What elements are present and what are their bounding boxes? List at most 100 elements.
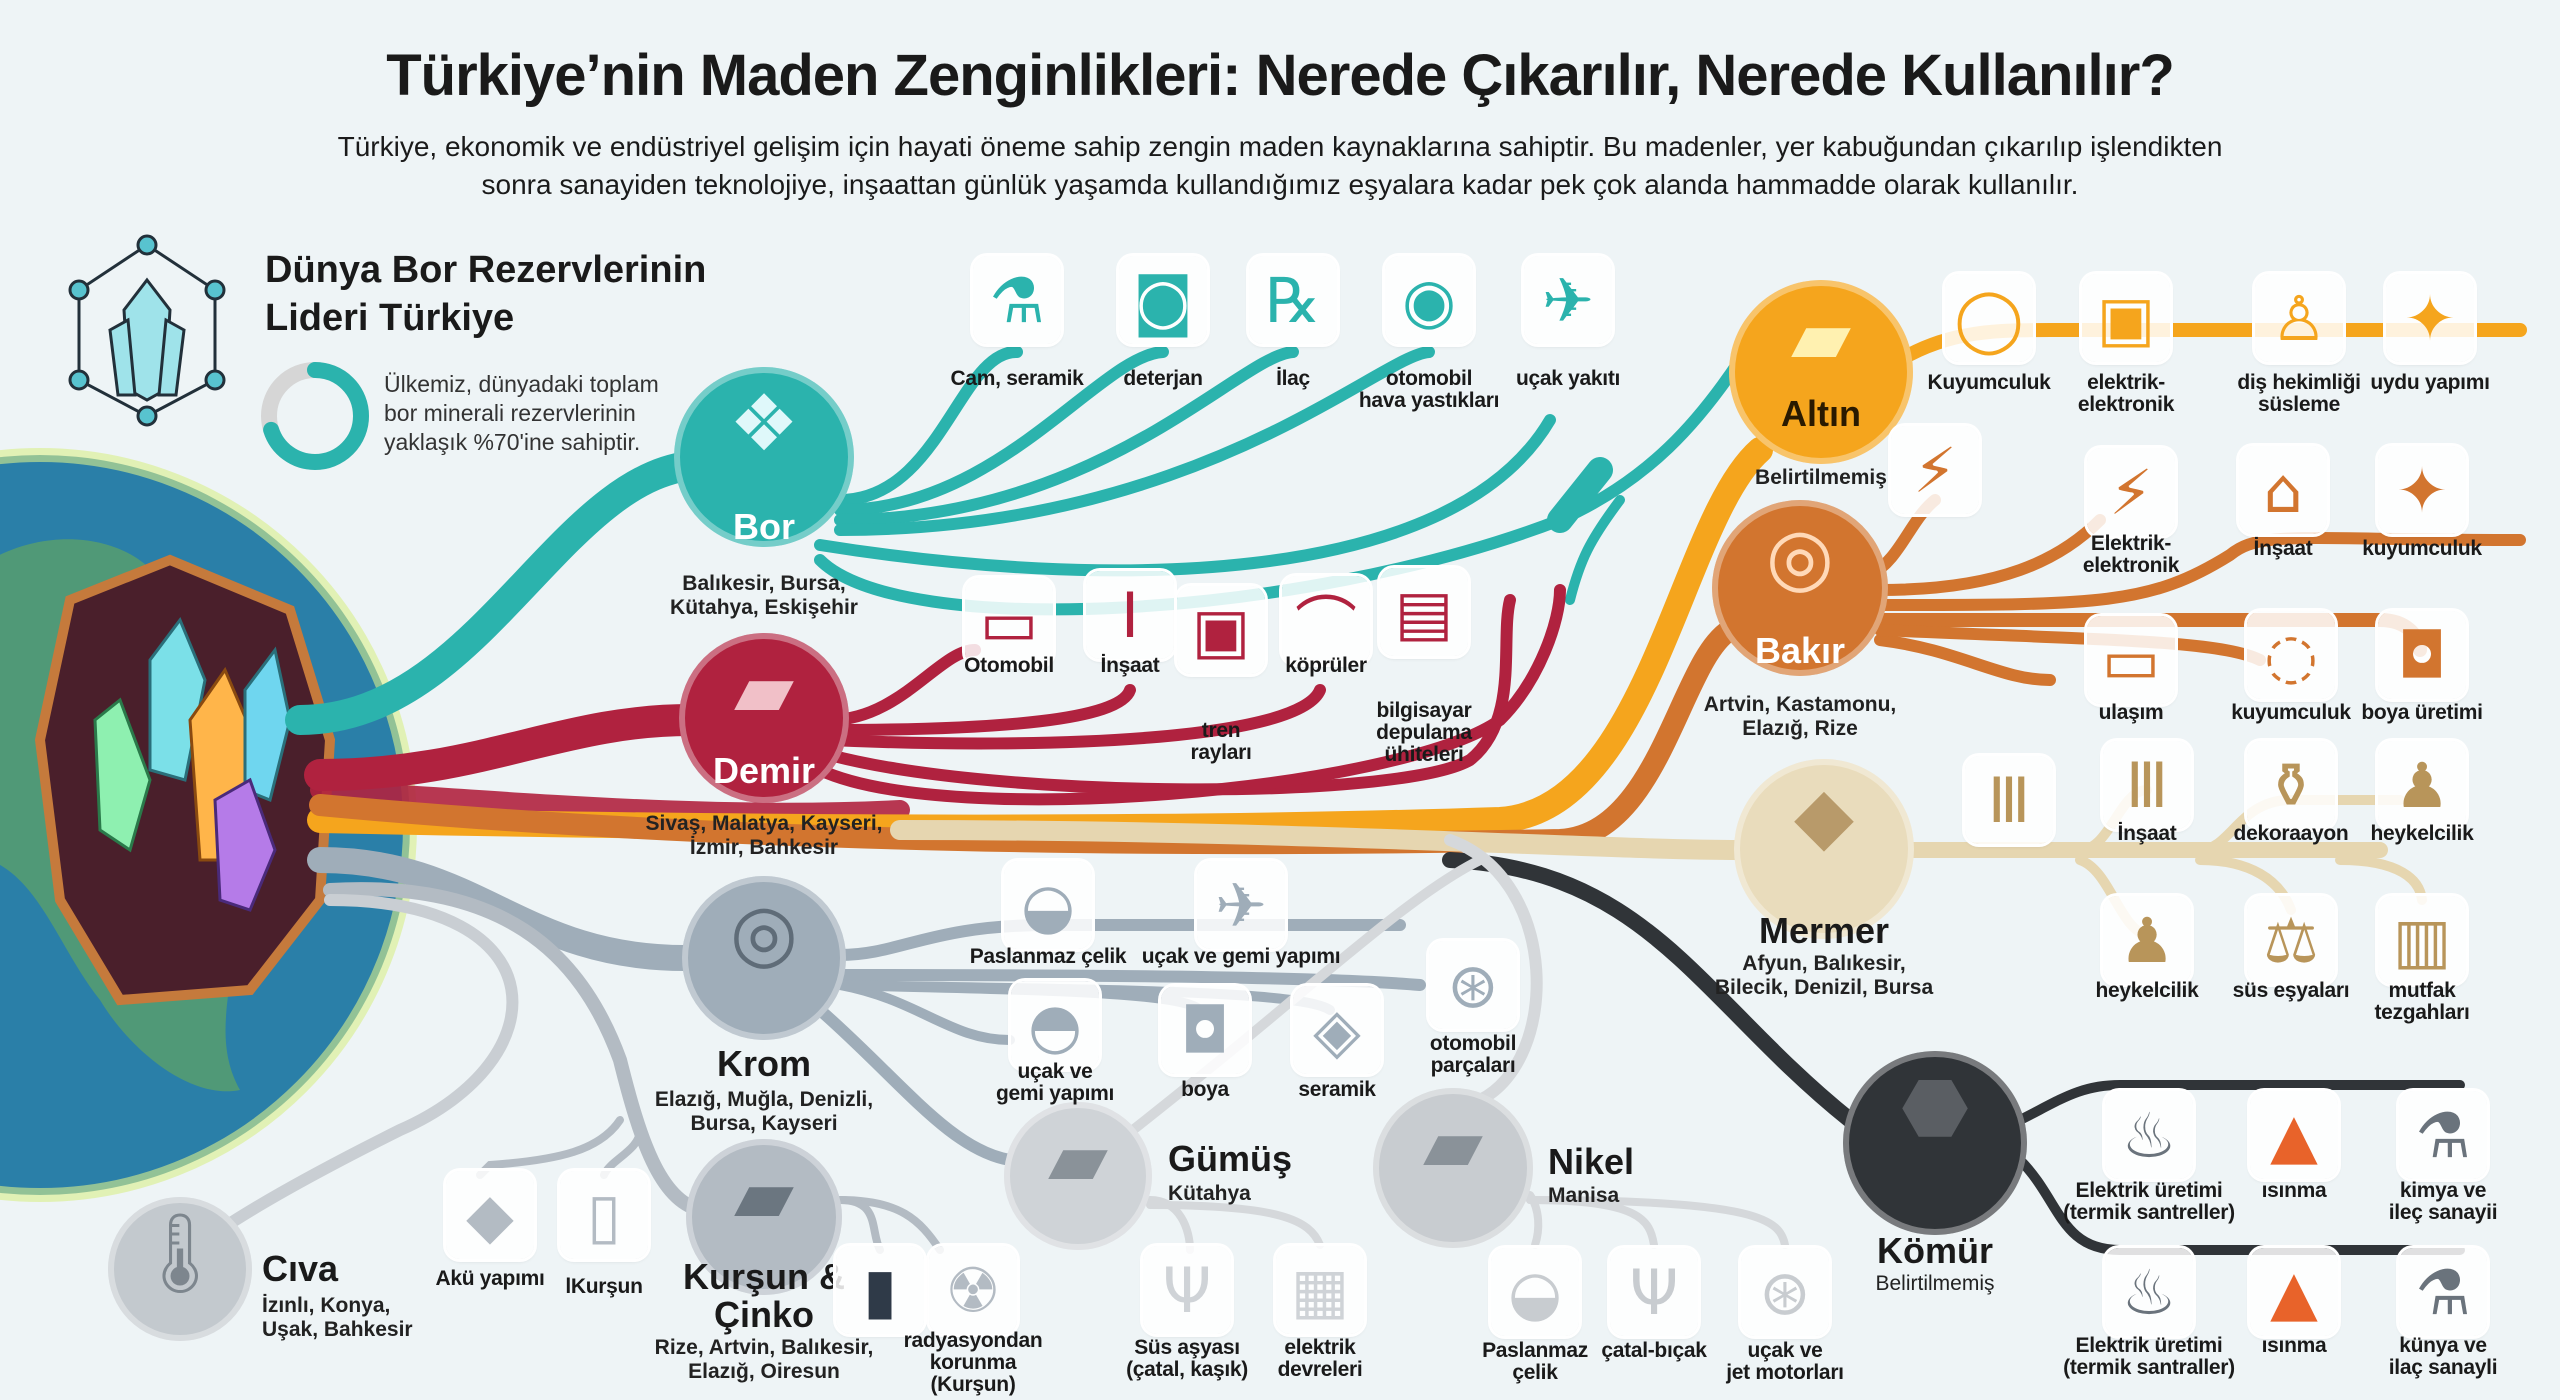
nikel-node[interactable]: ▰ [1373,1088,1533,1248]
kursun-node[interactable]: ▰ [686,1139,842,1295]
bakir-use-0[interactable]: Elektrik- elektronik [2082,532,2180,577]
mermer-use-5[interactable]: mutfak tezgahları [2374,979,2470,1024]
krom-use-4[interactable]: seramik [1298,1078,1376,1101]
nikel-use-2[interactable]: uçak ve jet motorları [1726,1339,1844,1384]
bakir-use-5[interactable]: boya üretimi [2361,701,2483,724]
marble-block-icon: ◆ [1794,771,1854,861]
tooth-icon: ♙ [2255,274,2343,362]
altin-use-2[interactable]: diş hekimliği süsleme [2237,371,2361,416]
demir-use-0[interactable]: Otomobil [964,654,1054,677]
altin-use-1[interactable]: elektrik- elektronik [2077,371,2175,416]
gumus-node[interactable]: ▰ [1004,1102,1152,1250]
bor-use-2[interactable]: İlaç [1276,367,1310,390]
kursun-use-2[interactable]: radyasyondan korunma (Kurşun) [903,1329,1043,1396]
bakir-node[interactable]: ◎ [1712,500,1888,676]
bakir-locations: Artvin, Kastamonu, Elazığ, Rize [1703,693,1897,740]
coal-icon: ⬣ [1900,1063,1970,1153]
altin-use-3[interactable]: uydu yapımı [2370,371,2490,394]
demir-use-1[interactable]: İnşaat [1100,654,1160,677]
komur-use-1[interactable]: ısınma [2261,1179,2327,1202]
komur-node[interactable]: ⬣ [1843,1051,2027,1235]
bakir-use-3[interactable]: ulaşım [2098,701,2164,724]
plug-icon: ⚡ [2087,448,2175,536]
civa-ribbons [214,894,519,1236]
gumus-use-1[interactable]: elektrik devreleri [1277,1336,1363,1381]
krom-use-3[interactable]: boya [1181,1078,1229,1101]
altin-use-0[interactable]: Kuyumculuk [1927,371,2051,394]
krom-use-5[interactable]: otomobil parçaları [1429,1032,1517,1077]
komur-use-0[interactable]: Elektrik üretimi (termik santreller) [2063,1179,2235,1224]
ore-icon: ◆ [446,1171,534,1259]
lead-pipe-icon: ▯ [560,1171,648,1259]
komur-use-4[interactable]: ısınma [2261,1334,2327,1357]
demir-locations: Sivaş, Malatya, Kayseri, İzmir, Bahkesir [645,812,883,859]
page-title: Türkiye’nin Maden Zenginlikleri: Nerede … [386,43,2175,108]
bakir-use-1[interactable]: İnşaat [2253,537,2313,560]
mermer-use-1[interactable]: dekoraayon [2233,822,2349,845]
demir-node[interactable]: ▰ [679,633,849,803]
civa-name: Cıva [262,1248,339,1289]
copper-coil-icon: ◎ [1765,512,1835,602]
demir-use-2[interactable]: tren rayları [1190,719,1252,764]
civa-locations: İzınlı, Konya, Uşak, Bahkesir [262,1294,413,1341]
bor-node[interactable]: ❖ [674,367,854,547]
komur-use-5[interactable]: künya ve ilaç sanayli [2388,1334,2498,1379]
iron-icon: ▰ [734,645,794,735]
bor-ribbons [285,345,1746,735]
krom-locations: Elazığ, Muğla, Denizli, Bursa, Kayseri [654,1088,874,1135]
komur-use-3[interactable]: Elektrik üretimi (termik santraller) [2063,1334,2235,1379]
demir-use-3[interactable]: köprüler [1285,654,1367,677]
krom-use-2[interactable]: uçak ve gemi yapımı [995,1060,1115,1105]
bakir-name: Bakır [1754,630,1846,671]
page-subtitle: Türkiye, ekonomik ve endüstriyel gelişim… [337,131,2223,200]
mermer-node[interactable]: ◆ [1734,759,1914,939]
kitchen-counter-icon: ▥ [2378,896,2466,984]
demir-use-4[interactable]: bilgisayar depulama ühiteleri [1376,699,1472,766]
paint-can-icon: ◘ [1161,986,1249,1074]
gumus-use-0[interactable]: Süs aşyası (çatal, kaşık) [1126,1336,1248,1381]
komur-use-2[interactable]: kimya ve ileç sanayii [2388,1179,2498,1224]
bor-fact-heading: Dünya Bor Rezervlerinin Lideri Türkiye [265,249,707,339]
mermer-use-4[interactable]: süs eşyaları [2232,979,2350,1002]
bakir-use-2[interactable]: kuyumculuk [2362,537,2482,560]
kursun-use-1[interactable]: lKurşun [565,1275,643,1298]
flask-bottle-icon: ⚗ [973,256,1061,344]
tiles-icon: ◈ [1293,986,1381,1074]
ring-icon: ◯ [1945,274,2033,362]
bakir-use-4[interactable]: kuyumculuk [2231,701,2351,724]
battery-icon: ▮ [836,1246,924,1334]
krom-use-1[interactable]: uçak ve gemi yapımı [1141,945,1341,968]
gumus-nikel-ribbons [1115,834,1789,1254]
mermer-use-2[interactable]: heykelcilik [2370,822,2474,845]
krom-node[interactable]: ◎ [682,876,846,1040]
mermer-use-0[interactable]: İnşaat [2117,822,2177,845]
demir-ribbons [304,584,1566,823]
marble-pillar-icon: Ⅲ [2103,741,2191,829]
bor-use-0[interactable]: Cam, seramik [950,367,1084,390]
nikel-locations: Manisa [1548,1184,1620,1207]
bor-use-1[interactable]: deterjan [1123,367,1203,390]
krom-use-0[interactable]: Paslanmaz çelik [969,945,1127,968]
altin-node[interactable]: ▰ [1729,280,1913,464]
demir-name: Demir [712,750,816,791]
kursun-use-0[interactable]: Akü yapımı [435,1267,545,1290]
bus-icon: ▭ [2087,616,2175,704]
satellite-icon: ✦ [2386,274,2474,362]
circuit-board-icon: ▦ [1276,1246,1364,1334]
pan-icon: ◓ [1011,981,1099,1069]
bor-fact-text: Ülkemiz, dünyadaki toplam bor minerali r… [384,371,659,455]
nikel-use-1[interactable]: çatal-bıçak [1601,1339,1707,1362]
civa-node[interactable]: 🌡 [108,1197,252,1341]
bridge-icon: ⌒ [1282,576,1370,664]
bor-share-donut [261,362,369,470]
bor-use-4[interactable]: uçak yakıtı [1515,367,1621,390]
silver-bar-icon: ▰ [1048,1114,1108,1204]
bor-use-3[interactable]: otomobil hava yastıkları [1358,367,1500,412]
mermer-use-3[interactable]: heykelcilik [2095,979,2199,1002]
airplane-ship-icon: ✈ [1197,861,1285,949]
gumus-locations: Kütahya [1168,1182,1251,1205]
nikel-use-0[interactable]: Paslanmaz çelik [1482,1339,1588,1384]
steering-wheel-airbag-icon: ◉ [1385,256,1473,344]
kursun-ribbons [323,882,944,1254]
